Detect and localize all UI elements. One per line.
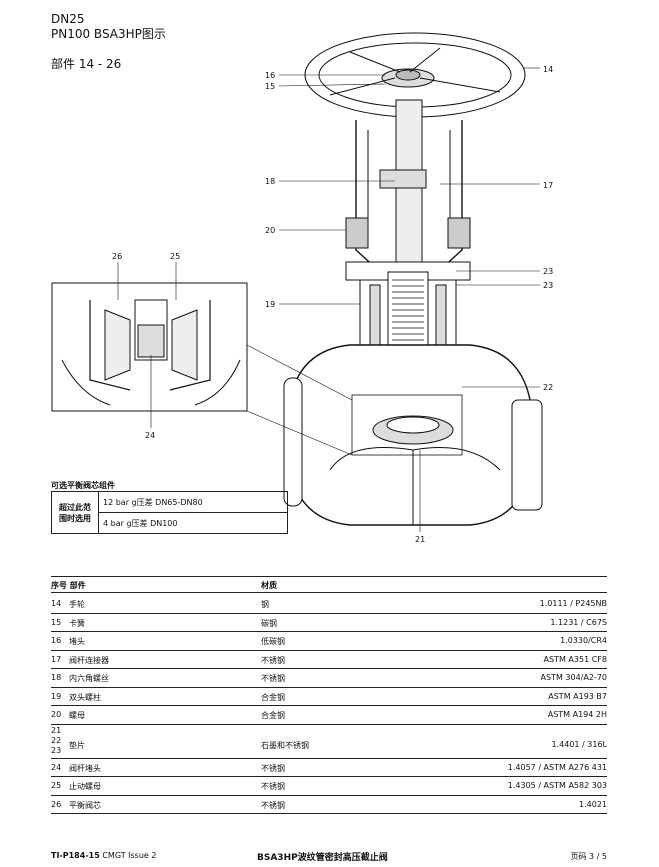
- row-number: 25: [51, 781, 62, 790]
- table-row: 24 阀杆堵头 不锈钢 1.4057 / ASTM A276 431: [51, 758, 607, 777]
- part-name: 平衡阀芯: [69, 800, 101, 810]
- table-row: 26 平衡阀芯 不锈钢 1.4021: [51, 795, 607, 814]
- part-standard: ASTM A194 2H: [547, 710, 607, 719]
- callout-23b: 23: [543, 281, 553, 290]
- part-standard: 1.1231 / C67S: [550, 617, 607, 627]
- callout-23a: 23: [543, 267, 553, 276]
- row-number: 14: [51, 599, 62, 608]
- part-material: 合金钢: [261, 711, 285, 720]
- table-row: 17 阀杆连接器 不锈钢 ASTM A351 CF8: [51, 650, 607, 669]
- optional-assembly-title: 可选平衡阀芯组件: [51, 481, 115, 490]
- table-row: 15 卡簧 碳钢 1.1231 / C67S: [51, 613, 607, 632]
- part-standard: 1.0111 / P245NB: [539, 599, 607, 608]
- part-name: 螺母: [69, 711, 85, 720]
- part-standard: 1.4057 / ASTM A276 431: [507, 762, 607, 772]
- table-row: 14 手轮 钢 1.0111 / P245NB: [51, 594, 607, 614]
- row-number: 16: [51, 636, 62, 645]
- part-name: 堵头: [69, 637, 85, 646]
- optional-left-label: 超过此范围时选用: [51, 491, 99, 534]
- callout-18: 18: [265, 177, 275, 186]
- table-row: 21 22 23 垫片 石墨和不锈钢 1.4401 / 316L: [51, 724, 607, 759]
- doc-reference: TI-P184-15 CMGT Issue 2: [51, 851, 157, 860]
- part-material: 低碳钢: [261, 637, 285, 646]
- part-standard: 1.4401 / 316L: [551, 739, 608, 749]
- callout-16: 16: [265, 71, 275, 80]
- page-number: 页码 3 / 5: [570, 852, 607, 861]
- row-number: 20: [51, 710, 62, 719]
- part-name: 卡簧: [69, 618, 85, 628]
- parts-range: 部件 14 - 26: [51, 57, 122, 71]
- row-number: 21 22 23: [51, 725, 62, 755]
- part-name: 垫片: [69, 740, 85, 750]
- row-number: 26: [51, 799, 62, 809]
- size-label: DN25: [51, 12, 85, 26]
- doc-title: BSA3HP波纹管密封高压截止阀: [257, 853, 388, 863]
- part-standard: 1.4305 / ASTM A582 303: [507, 781, 607, 790]
- part-name: 内六角螺丝: [69, 674, 109, 683]
- part-standard: ASTM 304/A2-70: [540, 673, 607, 682]
- header-no-name: 序号 部件: [51, 581, 86, 590]
- model-caption: PN100 BSA3HP图示: [51, 27, 166, 41]
- optional-assembly-table: 超过此范围时选用 12 bar g压差 DN65-DN80 4 bar g压差 …: [51, 491, 288, 534]
- callout-26: 26: [112, 252, 122, 261]
- part-material: 不锈钢: [261, 763, 285, 773]
- table-row: 19 双头螺柱 合金钢 ASTM A193 B7: [51, 687, 607, 706]
- part-material: 不锈钢: [261, 800, 285, 810]
- callout-21: 21: [415, 535, 425, 544]
- part-material: 不锈钢: [261, 674, 285, 683]
- part-material: 合金钢: [261, 692, 285, 702]
- callout-15: 15: [265, 82, 275, 91]
- part-name: 双头螺柱: [69, 692, 101, 702]
- header-material: 材质: [261, 581, 277, 590]
- callout-22: 22: [543, 383, 553, 392]
- table-row: 20 螺母 合金钢 ASTM A194 2H: [51, 705, 607, 725]
- table-row: 18 内六角螺丝 不锈钢 ASTM 304/A2-70: [51, 668, 607, 688]
- part-material: 石墨和不锈钢: [261, 740, 309, 750]
- part-standard: ASTM A193 B7: [548, 691, 607, 701]
- callout-20: 20: [265, 226, 275, 235]
- valve-cross-section-drawing: 16 15 14 18 17 20 19 23 23 22 21 26 25 2…: [51, 32, 553, 544]
- row-number: 18: [51, 673, 62, 682]
- parts-table-header: 序号 部件 材质: [51, 576, 607, 593]
- part-name: 阀杆堵头: [69, 763, 101, 773]
- callout-19: 19: [265, 300, 275, 309]
- row-number: 19: [51, 691, 62, 701]
- part-name: 止动螺母: [69, 782, 101, 791]
- part-material: 钢: [261, 600, 269, 609]
- table-row: 16 堵头 低碳钢 1.0330/CR4: [51, 631, 607, 651]
- part-standard: 1.0330/CR4: [560, 636, 607, 645]
- part-material: 不锈钢: [261, 782, 285, 791]
- part-material: 碳钢: [261, 618, 277, 628]
- part-name: 阀杆连接器: [69, 655, 109, 665]
- callout-17: 17: [543, 181, 553, 190]
- part-standard: ASTM A351 CF8: [543, 654, 607, 664]
- callout-24: 24: [145, 431, 155, 440]
- part-name: 手轮: [69, 600, 85, 609]
- stem-connector: [379, 169, 427, 189]
- callout-25: 25: [170, 252, 180, 261]
- part-standard: 1.4021: [579, 799, 607, 809]
- part-material: 不锈钢: [261, 655, 285, 665]
- optional-row-2: 4 bar g压差 DN100: [98, 512, 288, 534]
- row-number: 24: [51, 762, 62, 772]
- callout-14: 14: [543, 65, 553, 74]
- table-row: 25 止动螺母 不锈钢 1.4305 / ASTM A582 303: [51, 776, 607, 796]
- optional-row-1: 12 bar g压差 DN65-DN80: [98, 491, 288, 513]
- row-number: 17: [51, 654, 62, 664]
- row-number: 15: [51, 617, 62, 627]
